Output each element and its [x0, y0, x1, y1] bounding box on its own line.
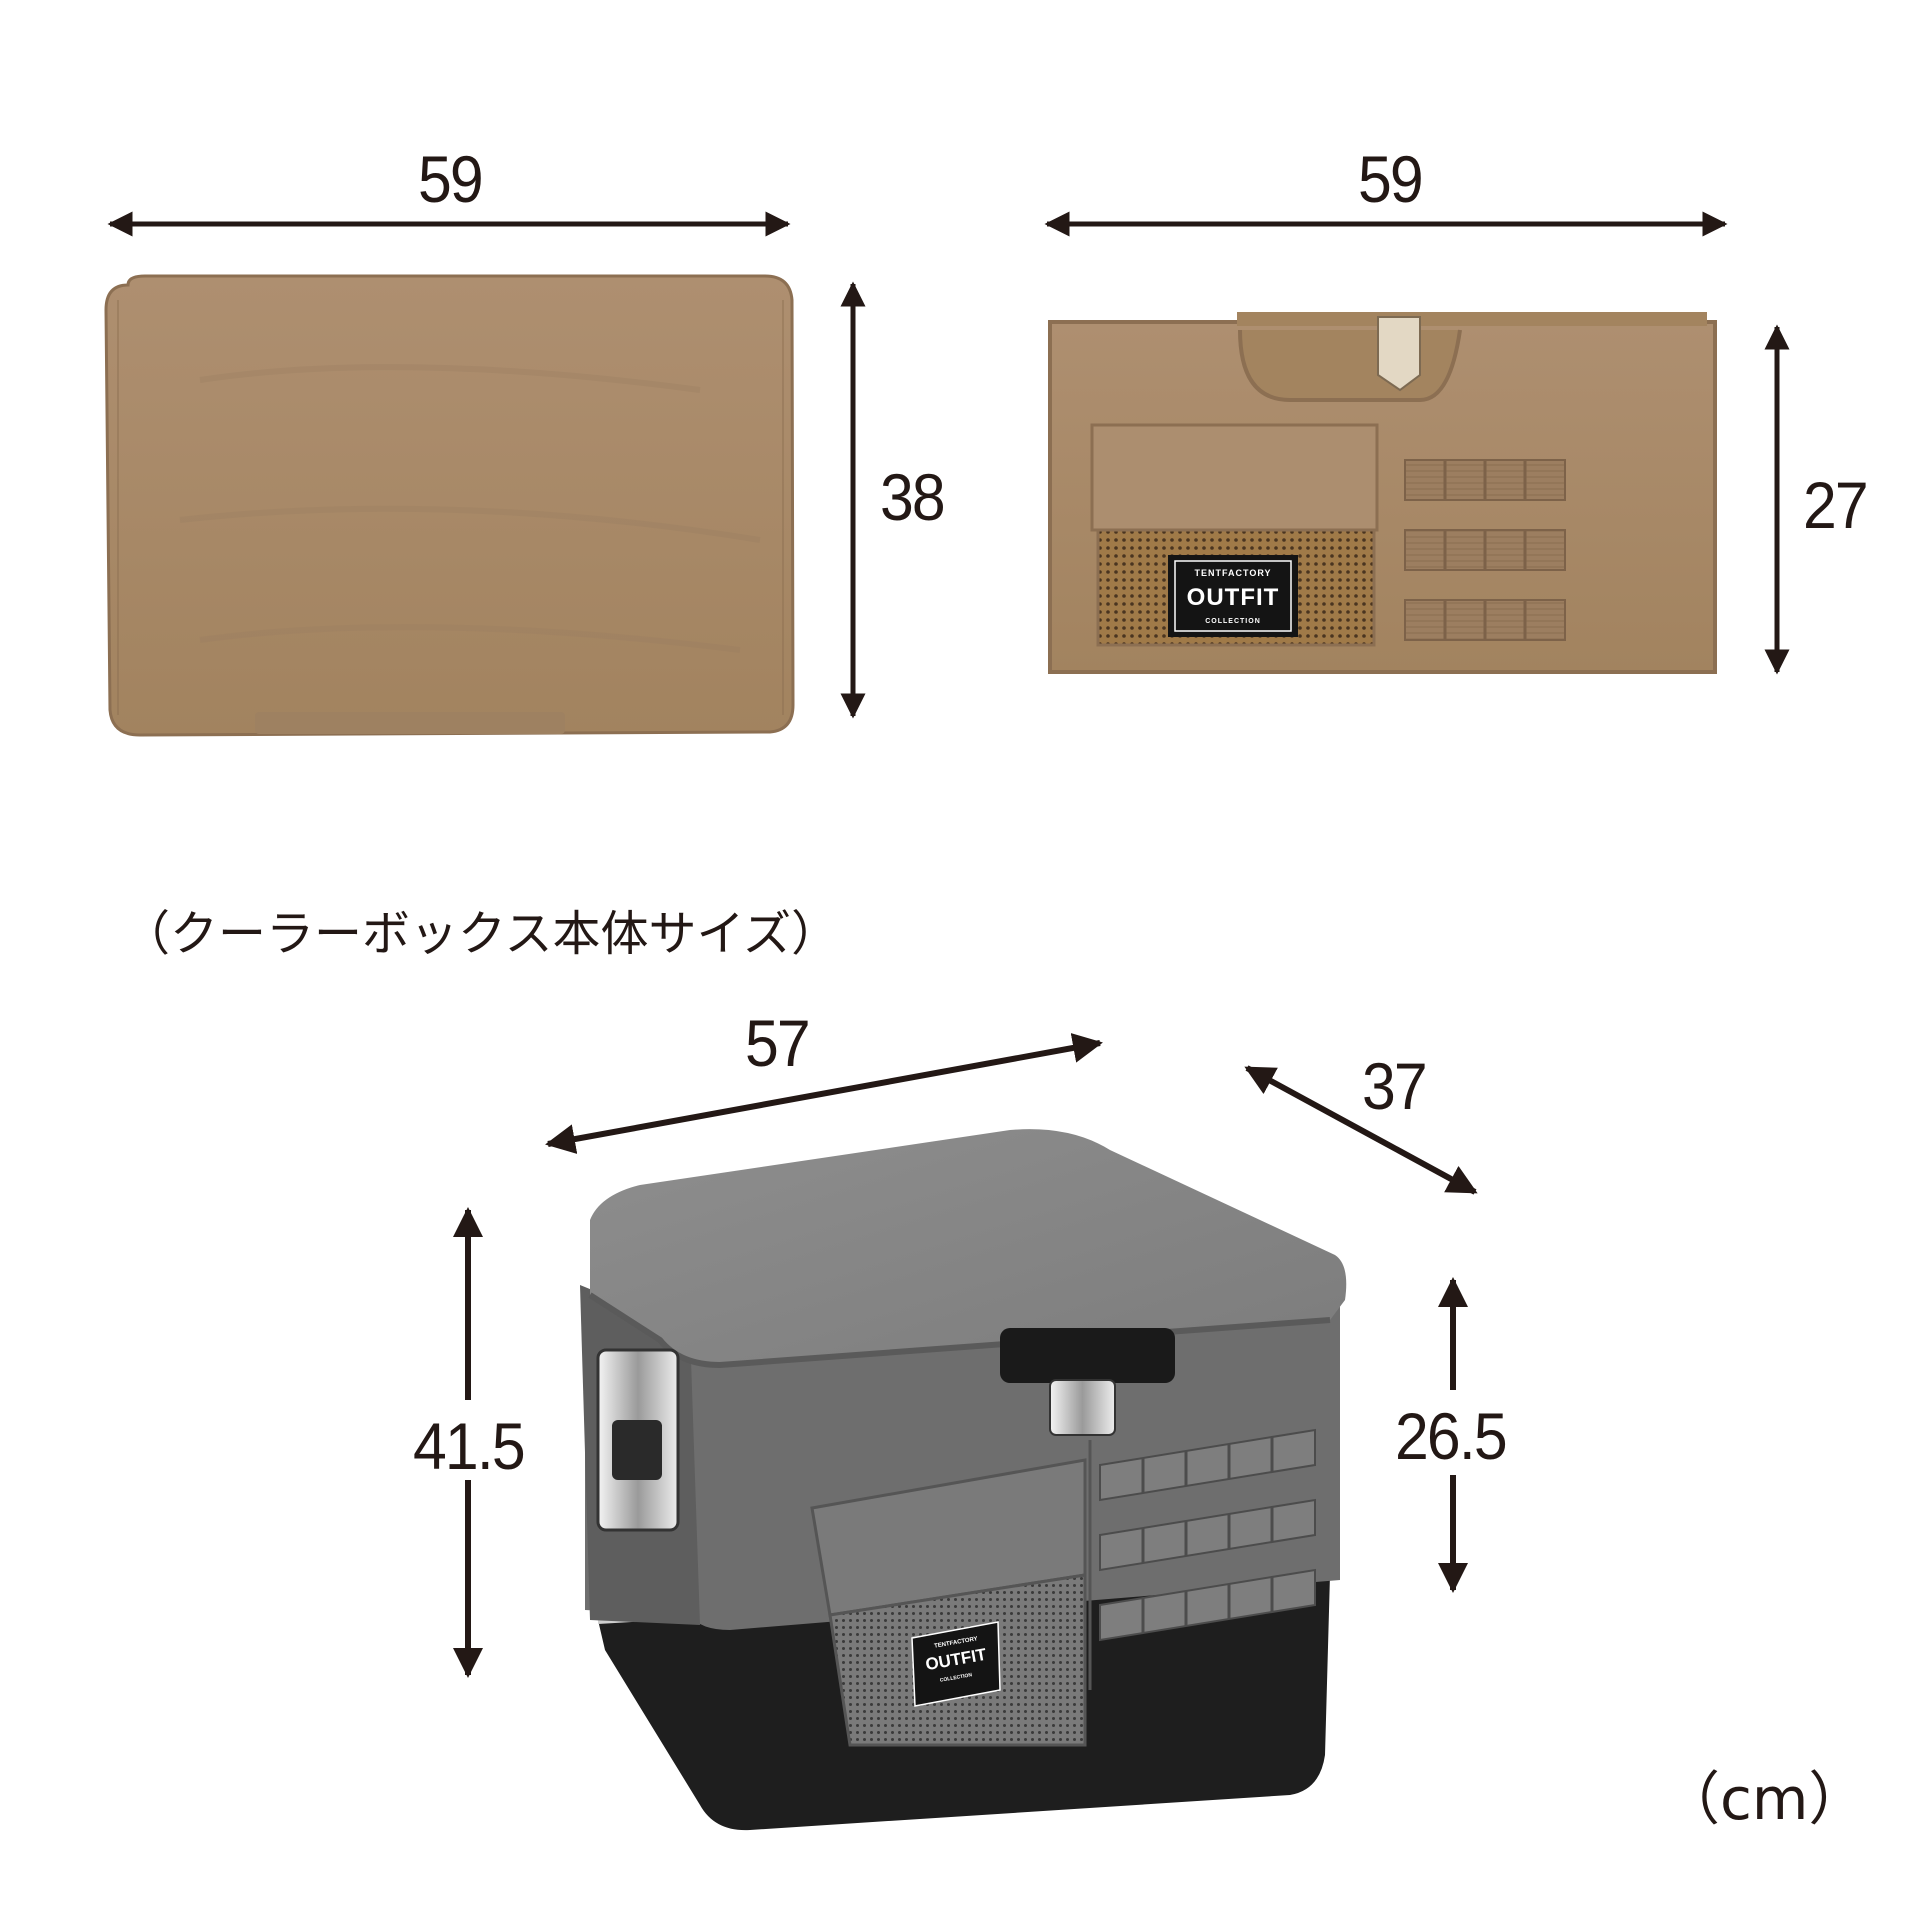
cooler-body-height-label: 26.5	[1395, 1399, 1508, 1473]
cooler-depth-label: 37	[1362, 1049, 1428, 1123]
cooler-width-arrow	[545, 1033, 1103, 1154]
side-panel-width-label: 59	[1358, 142, 1424, 216]
side-panel-height-label: 27	[1803, 468, 1869, 542]
lid-pad-width-label: 59	[418, 142, 484, 216]
lid-pad-height-label: 38	[880, 460, 946, 534]
cooler-caption: （クーラーボックス本体サイズ）	[122, 906, 840, 962]
unit-label: （cm）	[1662, 1765, 1867, 1833]
side-panel-patch-brand-bottom: COLLECTION	[1205, 618, 1261, 625]
side-panel-image	[1048, 312, 1717, 674]
cooler-total-height-label: 41.5	[413, 1409, 526, 1483]
cooler-box-image	[580, 1129, 1347, 1831]
side-panel-patch-brand-top: TENTFACTORY	[1194, 568, 1272, 578]
cooler-depth-arrow	[1244, 1065, 1478, 1195]
cooler-width-label: 57	[745, 1006, 811, 1080]
lid-pad-image	[104, 274, 795, 737]
side-panel-patch-brand-main: OUTFIT	[1186, 584, 1280, 611]
